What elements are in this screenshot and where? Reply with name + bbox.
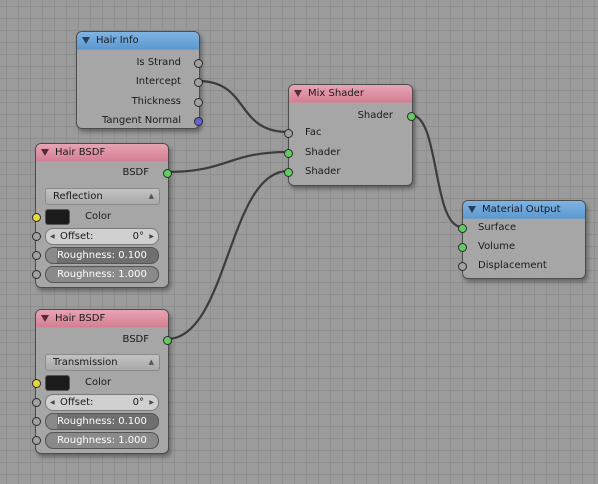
decrement-arrow-icon[interactable]: ◀ xyxy=(50,399,55,406)
collapse-triangle-icon[interactable] xyxy=(82,37,90,44)
output-label-thickness: Thickness xyxy=(131,96,181,107)
collapse-triangle-icon[interactable] xyxy=(41,315,49,322)
component-value: Transmission xyxy=(53,357,118,368)
socket-offset[interactable] xyxy=(32,232,41,241)
hair-bsdf-node-transmission[interactable]: Hair BSDF BSDF Transmission ▲ Color ◀ Of… xyxy=(32,309,172,454)
hair-bsdf-header[interactable]: Hair BSDF xyxy=(36,310,168,328)
socket-bsdf-output[interactable] xyxy=(163,169,172,178)
output-label-bsdf: BSDF xyxy=(122,334,149,345)
offset-field[interactable]: ◀ Offset: 0° ▶ xyxy=(45,394,159,411)
input-label-shader-1: Shader xyxy=(305,147,341,158)
hair-info-title: Hair Info xyxy=(96,35,139,46)
component-value: Reflection xyxy=(53,191,103,202)
roughness-slider-fill xyxy=(46,267,158,282)
input-label-surface: Surface xyxy=(478,222,517,233)
socket-roughness-2[interactable] xyxy=(32,436,41,445)
input-label-fac: Fac xyxy=(305,127,322,138)
output-label-is-strand: Is Strand xyxy=(136,57,181,68)
output-label-tangent-normal: Tangent Normal xyxy=(101,115,181,126)
roughness-label: Roughness: xyxy=(57,250,119,261)
socket-roughness-1[interactable] xyxy=(32,251,41,260)
offset-field[interactable]: ◀ Offset: 0° ▶ xyxy=(45,228,159,245)
hair-bsdf-title: Hair BSDF xyxy=(55,313,106,324)
color-label: Color xyxy=(85,211,112,222)
input-label-shader-2: Shader xyxy=(305,166,341,177)
hair-info-header[interactable]: Hair Info xyxy=(77,32,199,50)
roughness-value: 0.100 xyxy=(118,416,147,427)
socket-fac[interactable] xyxy=(284,129,293,138)
mix-shader-node[interactable]: Mix Shader Shader Fac Shader Shader xyxy=(284,84,416,186)
input-label-displacement: Displacement xyxy=(478,260,547,271)
collapse-triangle-icon[interactable] xyxy=(41,149,49,156)
socket-roughness-2[interactable] xyxy=(32,270,41,279)
component-dropdown[interactable]: Reflection ▲ xyxy=(45,188,160,205)
socket-intercept[interactable] xyxy=(194,78,203,87)
color-swatch[interactable] xyxy=(45,209,70,225)
roughness-slider-1[interactable]: Roughness: 0.100 xyxy=(45,413,159,430)
dropdown-arrows-icon: ▲ xyxy=(148,358,154,366)
roughness-slider-fill xyxy=(46,248,58,263)
material-output-header[interactable]: Material Output xyxy=(463,201,585,219)
socket-roughness-1[interactable] xyxy=(32,417,41,426)
socket-shader-output[interactable] xyxy=(407,112,416,121)
roughness-slider-1[interactable]: Roughness: 0.100 xyxy=(45,247,159,264)
hair-bsdf-header[interactable]: Hair BSDF xyxy=(36,144,168,162)
increment-arrow-icon[interactable]: ▶ xyxy=(149,233,154,240)
socket-color[interactable] xyxy=(32,379,41,388)
roughness-value: 0.100 xyxy=(118,250,147,261)
hair-bsdf-node-reflection[interactable]: Hair BSDF BSDF Reflection ▲ Color ◀ Offs… xyxy=(32,143,172,288)
socket-surface[interactable] xyxy=(458,224,467,233)
output-label-bsdf: BSDF xyxy=(122,167,149,178)
roughness-slider-2[interactable]: Roughness: 1.000 xyxy=(45,266,159,283)
link-bsdf1-to-shader1[interactable] xyxy=(166,150,289,174)
mix-shader-header[interactable]: Mix Shader xyxy=(289,85,412,103)
roughness-label: Roughness: xyxy=(57,416,119,427)
material-output-title: Material Output xyxy=(482,204,561,215)
roughness-value: 1.000 xyxy=(118,435,147,446)
input-label-volume: Volume xyxy=(478,241,516,252)
output-label-intercept: Intercept xyxy=(135,76,181,87)
socket-volume[interactable] xyxy=(458,243,467,252)
roughness-label: Roughness: xyxy=(57,269,119,280)
socket-thickness[interactable] xyxy=(194,98,203,107)
socket-is-strand[interactable] xyxy=(194,59,203,68)
hair-info-node[interactable]: Hair Info Is Strand Intercept Thickness … xyxy=(76,31,203,129)
collapse-triangle-icon[interactable] xyxy=(294,90,302,97)
socket-offset[interactable] xyxy=(32,398,41,407)
offset-value: 0° xyxy=(132,231,144,242)
collapse-triangle-icon[interactable] xyxy=(468,206,476,213)
roughness-slider-fill xyxy=(46,433,158,448)
socket-color[interactable] xyxy=(32,213,41,222)
roughness-slider-fill xyxy=(46,414,58,429)
socket-tangent-normal[interactable] xyxy=(194,117,203,126)
socket-shader-input-1[interactable] xyxy=(284,149,293,158)
dropdown-arrows-icon: ▲ xyxy=(148,192,154,200)
material-output-node[interactable]: Material Output Surface Volume Displacem… xyxy=(458,200,586,279)
hair-bsdf-title: Hair BSDF xyxy=(55,147,106,158)
socket-bsdf-output[interactable] xyxy=(163,336,172,345)
link-mix-to-surface[interactable] xyxy=(410,113,463,229)
roughness-label: Roughness: xyxy=(57,435,119,446)
color-label: Color xyxy=(85,377,112,388)
socket-shader-input-2[interactable] xyxy=(284,168,293,177)
output-label-shader: Shader xyxy=(357,110,393,121)
mix-shader-title: Mix Shader xyxy=(308,88,364,99)
offset-label: Offset: xyxy=(60,397,94,408)
link-bsdf2-to-shader2[interactable] xyxy=(166,169,289,341)
roughness-slider-2[interactable]: Roughness: 1.000 xyxy=(45,432,159,449)
decrement-arrow-icon[interactable]: ◀ xyxy=(50,233,55,240)
socket-displacement[interactable] xyxy=(458,262,467,271)
component-dropdown[interactable]: Transmission ▲ xyxy=(45,354,160,371)
increment-arrow-icon[interactable]: ▶ xyxy=(149,399,154,406)
offset-label: Offset: xyxy=(60,231,94,242)
color-swatch[interactable] xyxy=(45,375,70,391)
offset-value: 0° xyxy=(132,397,144,408)
link-intercept-to-fac[interactable] xyxy=(197,79,289,134)
roughness-value: 1.000 xyxy=(118,269,147,280)
